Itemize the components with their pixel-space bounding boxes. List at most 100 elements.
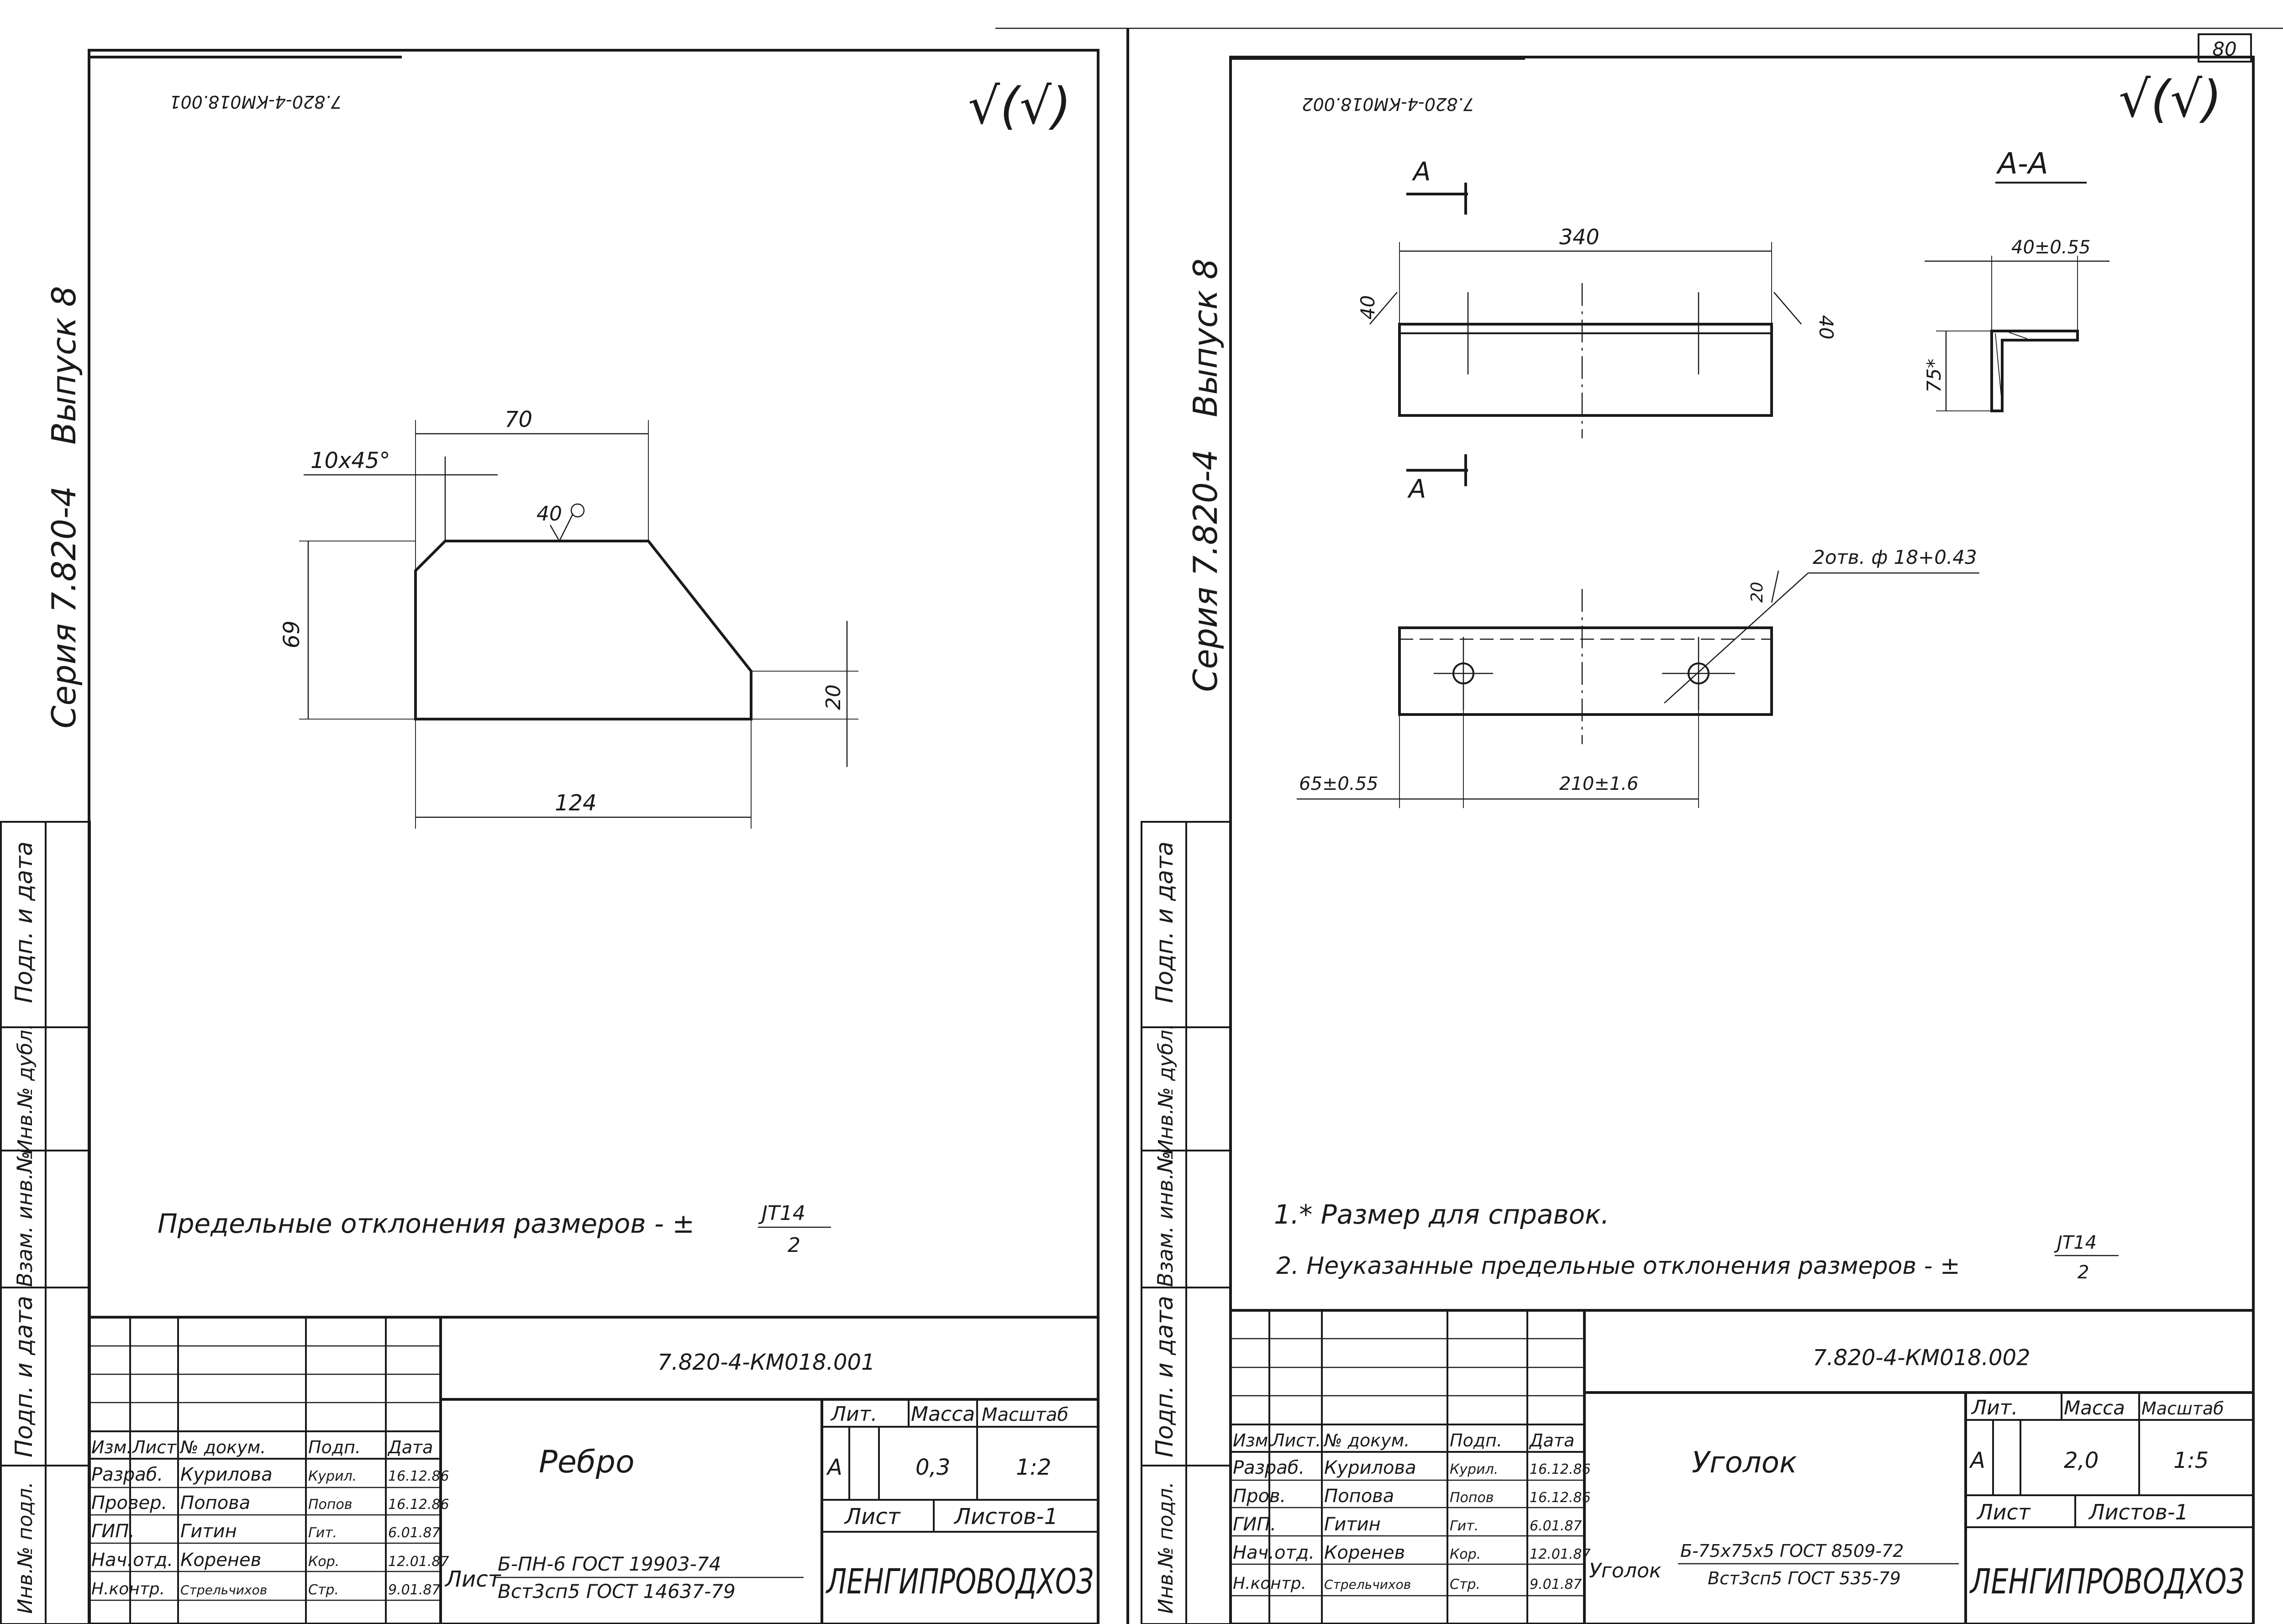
right-stamp-label: Взам. инв.№ — [1153, 1151, 1178, 1287]
left-material-label: Лист — [444, 1566, 502, 1592]
sign-row-date: 9.01.87 — [388, 1582, 441, 1598]
sign-row-name: Попова — [1324, 1486, 1394, 1507]
right-side-series: Серия 7.820-4 — [1186, 449, 1225, 692]
right-org-name: ЛЕНГИПРОВОДХОЗ — [1969, 1561, 2244, 1602]
right-stamp-label: Подп. и дата — [1151, 1296, 1178, 1457]
sign-row-role: Разраб. — [91, 1464, 163, 1485]
meta-scale: 1:5 — [2173, 1448, 2209, 1473]
meta-lit: А — [1969, 1448, 1985, 1473]
right-sheet: 7.820-4-КМ018.002 √(√) Выпуск 8 Серия 7.… — [1141, 56, 2255, 1624]
sign-row-role: ГИП. — [91, 1521, 135, 1542]
meta-mass: 0,3 — [915, 1455, 950, 1480]
sign-row-role: Пров. — [1233, 1486, 1286, 1507]
meta-sheet: Лист — [844, 1504, 901, 1529]
left-header-code-mirrored: 7.820-4-КМ018.001 — [169, 92, 342, 112]
left-side-stamp: Подп. и дата Инв.№ дубл. Взам. инв.№ Под… — [0, 821, 91, 1624]
sign-row-name: Курилова — [1324, 1457, 1416, 1478]
right-doc-code: 7.820-4-КМ018.002 — [1813, 1345, 2031, 1371]
dim-bottom: 124 — [555, 790, 597, 816]
hole-right — [1688, 662, 1710, 684]
left-stamp-label: Инв.№ подл. — [14, 1482, 37, 1614]
meta-header-scale: Масштаб — [2141, 1398, 2224, 1419]
col-header: № докум. — [1323, 1430, 1410, 1451]
sign-row-name: Стрельчихов — [180, 1582, 267, 1598]
dim-right: 20 — [822, 684, 845, 710]
left-stamp-label: Подп. и дата — [11, 841, 38, 1003]
sign-row-sign: Кор. — [308, 1554, 339, 1570]
sign-row-name: Коренев — [1324, 1542, 1405, 1563]
meta-header-scale: Масштаб — [982, 1404, 1068, 1425]
left-roughness-symbol: √(√) — [968, 77, 1071, 135]
meta-sheets: Листов-1 — [953, 1504, 1058, 1529]
meta-header-lit: Лит. — [1971, 1396, 2018, 1419]
hole-left — [1452, 662, 1474, 684]
sign-row-sign: Курил. — [308, 1468, 357, 1484]
sign-row-role: Нач.отд. — [91, 1550, 173, 1571]
right-note-1: 1.* Размер для справок. — [1274, 1199, 1610, 1230]
right-title-block: Изм. Лист. № докум. Подп. Дата Разраб. К… — [1229, 1309, 2255, 1624]
right-tolerance-denominator: 2 — [2078, 1262, 2089, 1283]
sign-row-date: 16.12.86 — [1530, 1490, 1591, 1506]
sign-row-date: 12.01.87 — [1530, 1546, 1591, 1562]
right-material-line1: Б-75х75х5 ГОСТ 8509-72 — [1680, 1541, 1904, 1561]
dim-height: 69 — [279, 620, 305, 648]
meta-header-lit: Лит. — [830, 1403, 877, 1426]
left-part-name: Ребро — [539, 1444, 635, 1480]
sign-row-date: 16.12.86 — [388, 1497, 449, 1513]
left-side-series: Серия 7.820-4 — [45, 486, 83, 728]
sign-row-date: 16.12.86 — [1530, 1461, 1591, 1477]
sign-row-sign: Попов — [1450, 1490, 1494, 1506]
right-stamp-label: Инв.№ подл. — [1154, 1482, 1178, 1614]
meta-mass: 2,0 — [2064, 1448, 2099, 1473]
sign-row-date: 9.01.87 — [1530, 1577, 1582, 1592]
rib-part-drawing: 70 10х45° 40 69 20 124 — [279, 407, 858, 829]
left-tolerance-numerator: JT14 — [758, 1202, 805, 1225]
right-part-name: Уголок — [1692, 1446, 1797, 1480]
left-material-line2: Вст3сп5 ГОСТ 14637-79 — [498, 1580, 736, 1603]
dim-hole-offset: 20 — [1748, 582, 1767, 603]
col-header: Лист — [132, 1437, 177, 1457]
sign-row-name: Коренев — [180, 1550, 261, 1571]
section-mark-bottom: А — [1407, 474, 1426, 504]
dim-length: 340 — [1559, 225, 1599, 249]
sign-row-sign: Гит. — [308, 1525, 337, 1541]
left-org-name: ЛЕНГИПРОВОДХОЗ — [826, 1561, 1094, 1602]
col-header: Изм. — [91, 1437, 132, 1457]
dim-holes: 2отв. ф 18+0.43 — [1813, 546, 1977, 568]
right-stamp-label: Подп. и дата — [1151, 841, 1178, 1003]
sign-row-name: Гитин — [1324, 1514, 1381, 1535]
meta-sheets: Листов-1 — [2088, 1500, 2188, 1524]
angle-plan-view: 2отв. ф 18+0.43 20 65±0.55 210±1.6 — [1297, 546, 1979, 808]
right-tolerance-numerator: JT14 — [2054, 1232, 2097, 1253]
col-header: Подп. — [1450, 1430, 1502, 1451]
dim-edge: 65±0.55 — [1299, 773, 1378, 794]
left-tolerance-denominator: 2 — [788, 1234, 800, 1257]
dim-flange-left: 40 — [1357, 295, 1379, 320]
sign-row-sign: Стр. — [1450, 1577, 1480, 1592]
sign-row-role: Провер. — [91, 1493, 167, 1514]
sign-row-date: 16.12.86 — [388, 1468, 449, 1484]
right-side-issue: Выпуск 8 — [1186, 258, 1225, 417]
left-material-line1: Б-ПН-6 ГОСТ 19903-74 — [498, 1553, 721, 1575]
right-stamp-label: Инв.№ дубл. — [1154, 1023, 1178, 1154]
sign-row-sign: Курил. — [1450, 1461, 1498, 1477]
dim-roughness-mark: 40 — [537, 502, 562, 526]
col-header: Подп. — [308, 1437, 361, 1457]
col-header: Дата — [387, 1437, 433, 1457]
right-header-code-mirrored: 7.820-4-КМ018.002 — [1302, 94, 1474, 114]
left-stamp-label: Подп. и дата — [11, 1296, 38, 1457]
sign-row-sign: Стр. — [308, 1582, 339, 1598]
sign-row-role: Разраб. — [1233, 1457, 1305, 1478]
right-material-line2: Вст3сп5 ГОСТ 535-79 — [1708, 1568, 1901, 1588]
sign-row-role: Н.контр. — [1233, 1574, 1306, 1593]
section-label: А-А — [1996, 147, 2048, 181]
sign-row-date: 12.01.87 — [388, 1554, 449, 1570]
col-header: Лист. — [1271, 1430, 1321, 1451]
left-stamp-label: Инв.№ дубл. — [14, 1023, 37, 1154]
section-mark-top: А — [1412, 157, 1431, 187]
sign-row-name: Курилова — [180, 1464, 273, 1485]
sign-row-sign: Гит. — [1450, 1518, 1478, 1534]
sign-row-name: Попова — [180, 1493, 250, 1514]
left-frame — [88, 49, 1099, 1624]
